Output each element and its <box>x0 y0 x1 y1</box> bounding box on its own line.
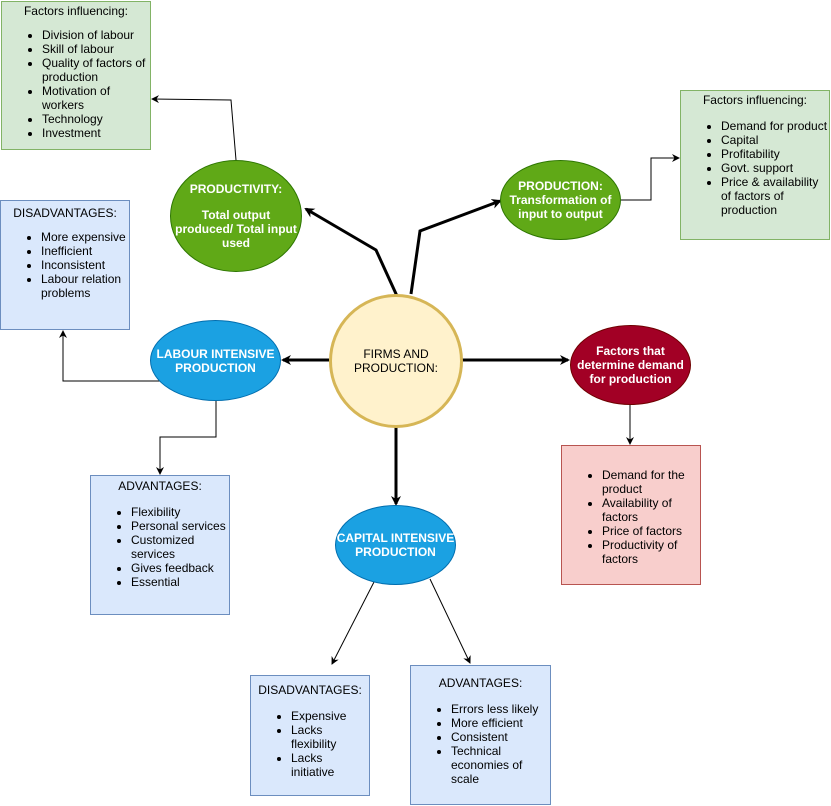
list-item: Division of labour <box>42 28 150 42</box>
productivity-factors-heading: Factors influencing: <box>23 4 129 18</box>
capital-advantages-list: Errors less likely More efficient Consis… <box>411 702 550 786</box>
list-item: Price & availability of factors of produ… <box>721 175 829 217</box>
connector-productivity-factors <box>151 95 237 161</box>
connector-center-production <box>409 199 502 295</box>
list-item: Flexibility <box>131 505 229 519</box>
list-item: Gives feedback <box>131 561 229 575</box>
capital-advantages-heading: ADVANTAGES: <box>438 676 523 690</box>
productivity-title: PRODUCTIVITY: <box>189 182 283 196</box>
labour-line-2: PRODUCTION <box>175 360 256 375</box>
connector-production-factors <box>621 154 680 201</box>
capital-line-2: PRODUCTION <box>355 545 436 559</box>
list-item: Technical economies of scale <box>451 744 550 786</box>
production-factors-heading: Factors influencing: <box>702 93 808 107</box>
connector-labour-advantages <box>156 401 217 475</box>
capital-advantages-box: ADVANTAGES: Errors less likely More effi… <box>410 665 551 805</box>
productivity-factors-box: Factors influencing: Division of labour … <box>1 1 151 150</box>
labour-disadvantages-box: DISADVANTAGES: More expensive Inefficien… <box>0 200 130 330</box>
demand-factors-box: Demand for the product Availability of f… <box>561 445 701 585</box>
production-factors-list: Demand for product Capital Profitability… <box>681 119 829 217</box>
demand-line-3: for production <box>589 372 672 386</box>
productivity-text-2: produced/ Total input <box>175 222 297 236</box>
list-item: Inconsistent <box>41 258 129 272</box>
list-item: Consistent <box>451 730 550 744</box>
center-line-1: FIRMS AND <box>363 347 429 361</box>
productivity-node: PRODUCTIVITY: Total output produced/ Tot… <box>170 160 302 272</box>
capital-disadvantages-box: DISADVANTAGES: Expensive Lacks flexibili… <box>250 675 370 796</box>
list-item: Capital <box>721 133 829 147</box>
production-title: PRODUCTION: <box>518 179 603 193</box>
labour-line-1: LABOUR INTENSIVE <box>156 346 275 361</box>
productivity-factors-list: Division of labour Skill of labour Quali… <box>2 28 150 140</box>
capital-line-1: CAPITAL INTENSIVE <box>336 531 455 545</box>
production-node: PRODUCTION: Transformation of input to o… <box>500 160 621 240</box>
connector-capital-advantages <box>429 578 471 664</box>
list-item: Motivation of workers <box>42 84 150 112</box>
list-item: More efficient <box>451 716 550 730</box>
list-item: Quality of factors of production <box>42 56 150 84</box>
connector-capital-disadvantages <box>331 581 375 665</box>
labour-disadvantages-list: More expensive Inefficient Inconsistent … <box>1 230 129 300</box>
labour-advantages-heading: ADVANTAGES: <box>118 479 202 493</box>
demand-factors-node: Factors that determine demand for produc… <box>570 325 691 405</box>
labour-advantages-box: ADVANTAGES: Flexibility Personal service… <box>90 475 230 615</box>
list-item: Expensive <box>291 709 369 723</box>
labour-advantages-list: Flexibility Personal services Customized… <box>91 505 229 589</box>
capital-disadvantages-heading: DISADVANTAGES: <box>258 683 362 697</box>
demand-factors-list: Demand for the product Availability of f… <box>562 468 700 566</box>
list-item: Errors less likely <box>451 702 550 716</box>
capital-intensive-node: CAPITAL INTENSIVE PRODUCTION <box>335 505 456 585</box>
labour-disadvantages-heading: DISADVANTAGES: <box>13 206 117 220</box>
list-item: Personal services <box>131 519 229 533</box>
list-item: Demand for the product <box>602 468 700 496</box>
list-item: Skill of labour <box>42 42 150 56</box>
list-item: Availability of factors <box>602 496 700 524</box>
production-text-1: Transformation of <box>509 193 612 207</box>
list-item: Technology <box>42 112 150 126</box>
labour-intensive-node: LABOUR INTENSIVE PRODUCTION <box>150 320 281 401</box>
connector-labour-disadvantages <box>59 330 160 382</box>
list-item: Lacks initiative <box>291 751 369 779</box>
demand-line-2: determine demand <box>577 358 684 372</box>
firms-and-production-node: FIRMS AND PRODUCTION: <box>329 294 463 428</box>
list-item: Lacks flexibility <box>291 723 369 751</box>
list-item: Demand for product <box>721 119 829 133</box>
list-item: Govt. support <box>721 161 829 175</box>
list-item: Price of factors <box>602 524 700 538</box>
list-item: Productivity of factors <box>602 538 700 566</box>
productivity-text-1: Total output <box>201 208 271 222</box>
list-item: More expensive <box>41 230 129 244</box>
list-item: Investment <box>42 126 150 140</box>
production-text-2: input to output <box>518 207 603 221</box>
productivity-text-3: used <box>221 236 250 250</box>
list-item: Essential <box>131 575 229 589</box>
list-item: Customized services <box>131 533 229 561</box>
list-item: Profitability <box>721 147 829 161</box>
connector-center-productivity <box>304 207 399 297</box>
center-line-2: PRODUCTION: <box>354 361 438 375</box>
demand-line-1: Factors that <box>596 344 665 358</box>
production-factors-box: Factors influencing: Demand for product … <box>680 90 830 240</box>
list-item: Inefficient <box>41 244 129 258</box>
list-item: Labour relation problems <box>41 272 129 300</box>
capital-disadvantages-list: Expensive Lacks flexibility Lacks initia… <box>251 709 369 779</box>
